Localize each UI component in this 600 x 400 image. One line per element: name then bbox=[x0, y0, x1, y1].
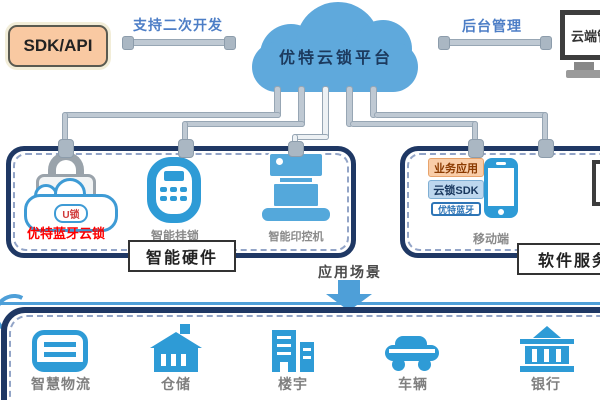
container-stitch bbox=[9, 315, 600, 400]
pipe-cap bbox=[540, 36, 552, 50]
bluetooth-cloud-lock-icon: ᛒ U锁 bbox=[24, 152, 118, 238]
seal-machine-caption: 智能印控机 bbox=[268, 231, 324, 243]
left-connector-pipe bbox=[128, 39, 228, 46]
branch-pipe bbox=[350, 121, 478, 127]
lock-screen bbox=[164, 171, 184, 181]
branch-pipe bbox=[374, 112, 548, 118]
right-connector-pipe bbox=[444, 39, 544, 46]
monitor-base bbox=[566, 70, 600, 78]
pipe-sleeve bbox=[468, 139, 484, 158]
scenario-label: 智慧物流 bbox=[31, 376, 91, 392]
branch-pipe bbox=[182, 121, 305, 127]
stack-ut-bluetooth: 优特蓝牙 bbox=[431, 202, 481, 216]
bluetooth-lock-caption: 优特蓝牙云锁 bbox=[26, 226, 105, 241]
desktop-monitor-icon bbox=[592, 160, 600, 206]
cloud-leg-pipe bbox=[370, 86, 377, 118]
stack-business-app: 业务应用 bbox=[428, 158, 484, 177]
bank-icon bbox=[520, 326, 574, 372]
software-section-label: 软件服务 bbox=[517, 243, 600, 275]
phone-home-button bbox=[498, 209, 504, 215]
scenario-label: 银行 bbox=[531, 376, 561, 392]
cloud-shape bbox=[252, 42, 418, 92]
pipe-cap bbox=[122, 36, 134, 50]
phone-screen bbox=[488, 168, 514, 206]
u-lock-badge: U锁 bbox=[54, 203, 88, 223]
warehouse-icon bbox=[150, 324, 202, 372]
building-icon bbox=[268, 330, 318, 372]
mobile-caption: 移动端 bbox=[472, 232, 509, 246]
sdk-api-label: SDK/API bbox=[23, 36, 93, 55]
scenario-label: 楼宇 bbox=[278, 376, 308, 392]
scenario-label: 车辆 bbox=[398, 376, 428, 392]
smart-padlock-icon bbox=[147, 157, 201, 223]
scenarios-arrow-label: 应用场景 bbox=[318, 264, 382, 280]
accent-line bbox=[0, 302, 600, 305]
car-icon bbox=[385, 336, 439, 372]
branch-pipe bbox=[62, 112, 281, 118]
cloud-platform: 优特云锁平台 bbox=[252, 2, 420, 94]
container-stitch bbox=[407, 153, 600, 251]
smart-padlock-caption: 智能挂锁 bbox=[150, 229, 199, 243]
pipe-sleeve bbox=[178, 139, 194, 158]
phone-speaker bbox=[496, 162, 506, 165]
right-link-label: 后台管理 bbox=[462, 18, 522, 34]
pipe-cap bbox=[224, 36, 236, 50]
monitor-stand bbox=[574, 62, 594, 70]
truck-icon bbox=[32, 330, 88, 372]
stack-cloudlock-sdk: 云锁SDK bbox=[428, 180, 484, 199]
scenarios-container bbox=[1, 307, 600, 400]
cloud-overlay: U锁 bbox=[24, 194, 118, 232]
hardware-section-label: 智能硬件 bbox=[128, 240, 236, 272]
cloud-leg-pipe bbox=[322, 86, 329, 140]
smartphone-icon bbox=[484, 158, 518, 218]
cloud-leg-pipe bbox=[346, 86, 353, 127]
left-link-label: 支持二次开发 bbox=[133, 17, 223, 33]
software-container bbox=[400, 146, 600, 258]
scenario-label: 仓储 bbox=[161, 376, 191, 392]
cloud-platform-title: 优特云锁平台 bbox=[278, 50, 393, 67]
down-arrow-icon bbox=[338, 280, 360, 295]
sdk-api-box: SDK/API bbox=[8, 25, 108, 67]
cloud-monitor-icon: 云端管理 bbox=[560, 10, 600, 60]
seal-machine-icon bbox=[260, 148, 332, 226]
pipe-cap bbox=[438, 36, 450, 50]
pipe-sleeve bbox=[288, 141, 304, 157]
pipe-sleeve bbox=[538, 139, 554, 158]
pipe-sleeve bbox=[58, 139, 74, 158]
machine-button bbox=[276, 158, 283, 165]
cloud-monitor-label: 云端管理 bbox=[571, 28, 600, 44]
